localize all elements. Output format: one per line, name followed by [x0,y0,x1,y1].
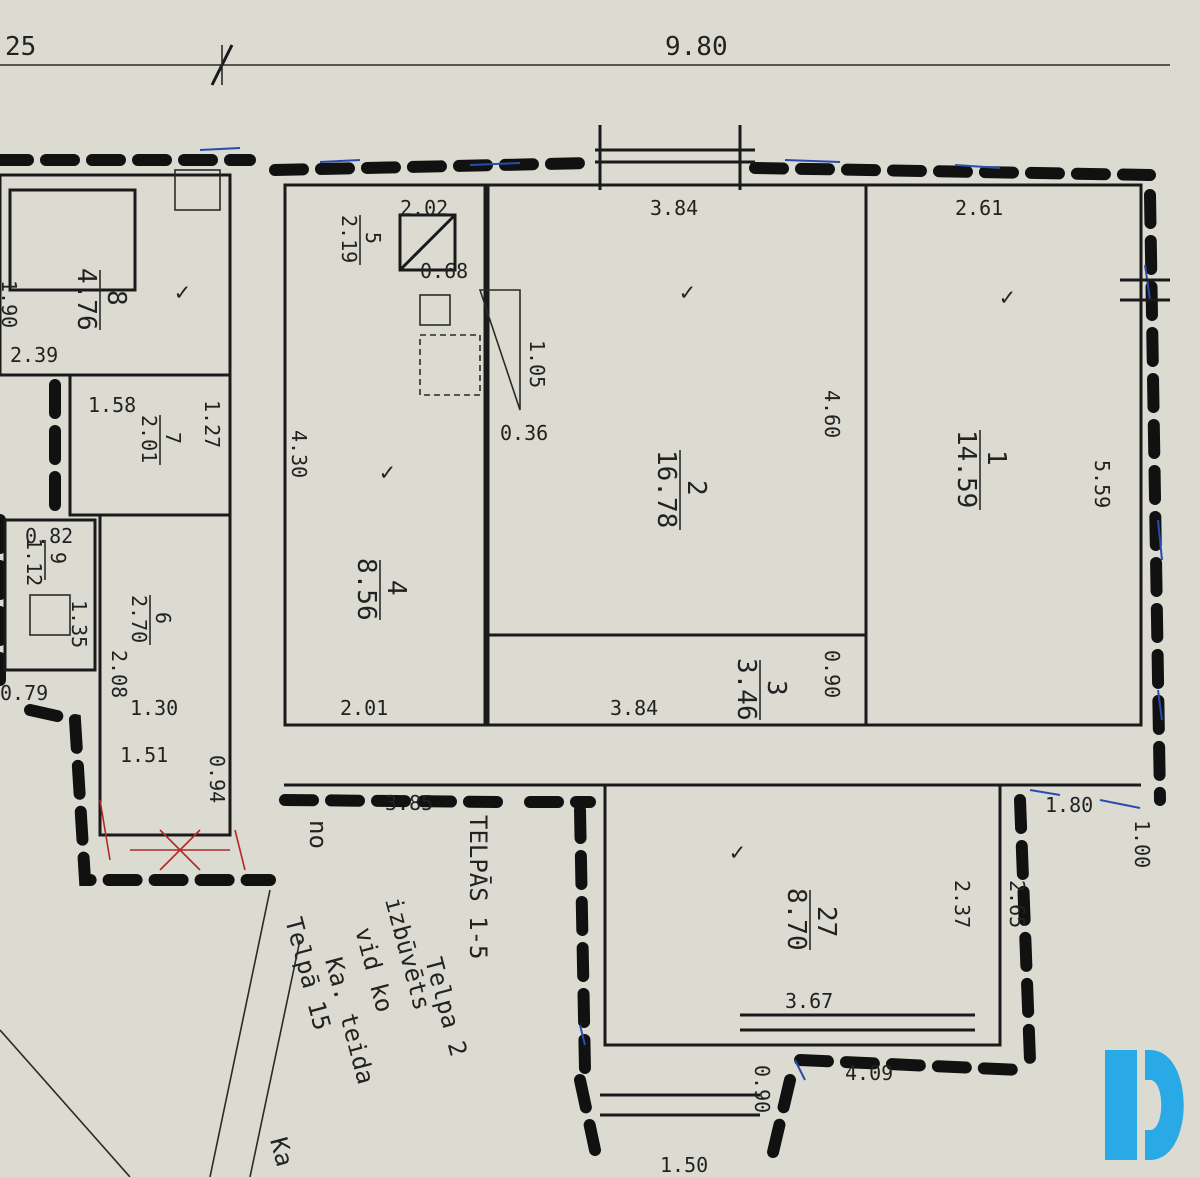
svg-text:1: 1 [981,450,1011,466]
room-9-outline [3,518,97,672]
dim-text: 0.90 [820,650,844,698]
dim-text: 0.79 [0,681,48,705]
dim-text: 1.51 [120,743,168,767]
dim-text: 4.30 [287,430,311,478]
dim-text: 2.37 [950,880,974,928]
room-27-outline [603,783,1002,1047]
svg-text:3: 3 [761,680,791,696]
dim-text: 1.58 [88,393,136,417]
wall-socket [174,169,221,211]
check-mark: ✓ [175,278,189,306]
window-top [595,125,755,190]
window-right [1120,278,1170,302]
top-dim-main: 9.80 [665,32,728,62]
dim-text: 0.36 [500,421,548,445]
exterior-wall-annex-bottom [794,1054,1026,1076]
check-mark: ✓ [1000,283,1014,311]
exterior-wall-annex-right [1014,794,1036,1066]
check-mark: ✓ [380,458,394,486]
sink [419,294,451,326]
dim-text: 1.05 [525,340,549,388]
svg-text:2.19: 2.19 [337,215,361,263]
svg-text:2: 2 [681,480,711,496]
dim-text: 1.30 [130,696,178,720]
dim-text: 1.90 [0,280,21,328]
svg-text:8.56: 8.56 [351,558,381,621]
blue-pencil-marks [199,147,1163,1081]
small-note: no [304,820,332,849]
dim-text: 2.01 [340,696,388,720]
room-3-label: 3 3.46 [731,658,791,721]
room-5-box [398,213,457,272]
room-5-diagonal [398,213,457,272]
door-swing [478,289,521,411]
dim-text: 2.61 [955,196,1003,220]
svg-text:16.78: 16.78 [651,450,681,528]
dim-text: 1.35 [67,600,91,648]
svg-text:3.46: 3.46 [731,658,761,721]
dim-text: 1.50 [660,1153,708,1177]
dim-text: 1.27 [200,400,224,448]
window-annex [740,1013,975,1032]
svg-text:8.70: 8.70 [781,888,811,951]
svg-text:2.01: 2.01 [137,415,161,463]
svg-text:4: 4 [381,580,411,596]
dim-text: 3.84 [610,696,658,720]
red-pencil-marks [99,799,246,871]
dim-text: 2.08 [107,650,131,698]
exterior-wall-top-mid [269,157,596,176]
room-2-label: 2 16.78 [651,450,711,530]
dim-text: 4.60 [820,390,844,438]
svg-text:4.76: 4.76 [71,268,101,331]
stove [419,334,481,396]
check-mark: ✓ [730,838,744,866]
exterior-wall-bottom-mid [279,794,506,808]
window-lower [600,1093,760,1117]
dim-text: 2.39 [10,343,58,367]
exterior-wall-lower-left [574,1074,601,1156]
svg-text:8: 8 [101,290,131,306]
dim-text: 1.00 [1130,820,1154,868]
room-8-label: 8 4.76 [71,268,131,331]
room-9-label: 9 1.12 [22,538,70,586]
svg-text:9: 9 [46,552,70,564]
exterior-wall-left-bottom [24,704,276,886]
svg-text:6: 6 [151,612,175,624]
svg-text:1.12: 1.12 [22,538,46,586]
exterior-wall-lower-right [764,1074,796,1171]
dim-text: 3.84 [650,196,698,220]
dim-text: 2.65 [1005,880,1029,928]
exterior-wall-annex-left [574,804,591,1076]
bathtub [8,188,137,292]
dim-text: 0.68 [420,259,468,283]
dim-text: 4.09 [845,1061,893,1085]
svg-text:14.59: 14.59 [951,430,981,508]
exterior-wall-top-right [749,162,1156,181]
room-7-label: 7 2.01 [137,415,185,465]
room-5-label: 5 2.19 [337,215,385,265]
dim-text: 1.80 [1045,793,1093,817]
toilet [29,594,71,636]
diagonal-lines [0,889,301,1177]
svg-text:7: 7 [161,432,185,444]
brand-logo [1105,1050,1184,1160]
vertical-street-label: TELPĀS 1-5 [464,815,493,960]
room-6-label: 6 2.70 [127,595,175,645]
dim-text: 3.67 [785,989,833,1013]
dim-text: 5.59 [1090,460,1114,508]
svg-text:5: 5 [361,232,385,244]
room-1-label: 1 14.59 [951,430,1011,510]
dim-text: 2.02 [400,196,448,220]
dim-text: 0.90 [750,1065,774,1113]
dim-text: 3.85 [385,791,433,815]
svg-text:2.70: 2.70 [127,595,151,643]
dim-text: 0.82 [25,524,73,548]
check-mark: ✓ [680,278,694,306]
top-dim-left: 25 [5,32,36,62]
room-27-label: 27 8.70 [781,888,841,951]
svg-text:27: 27 [811,906,841,937]
dim-text: 0.94 [205,755,229,803]
room-4-label: 4 8.56 [351,558,411,621]
